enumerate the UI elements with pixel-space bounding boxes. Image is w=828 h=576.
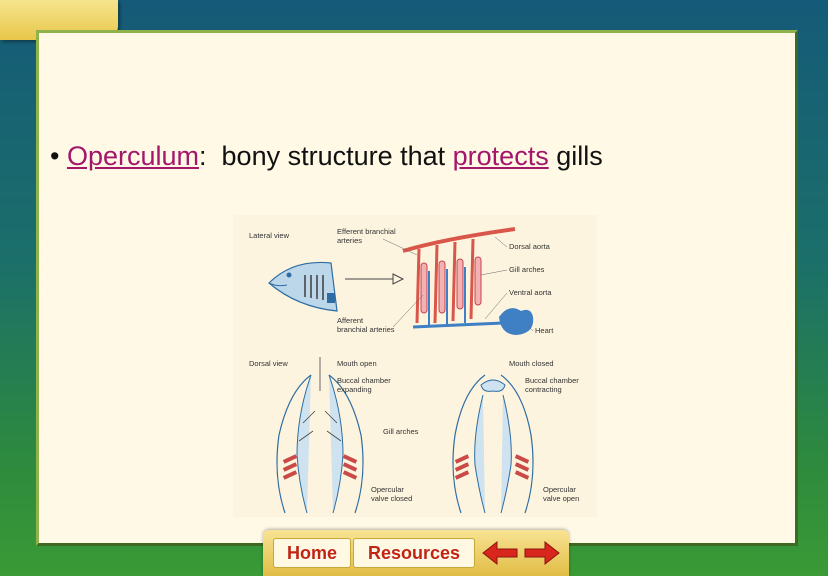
label-afferent-1: Afferent (337, 316, 364, 325)
right-gill-arches (454, 454, 530, 480)
gill-diagram: Lateral view Efferent branchial arteries (233, 215, 597, 517)
label-op-open-2: valve open (543, 494, 579, 503)
afferent-arteries (428, 267, 466, 325)
fish-eye (286, 272, 292, 278)
view-arrowhead (392, 273, 405, 285)
label-buccal-con-2: contracting (525, 385, 562, 394)
resources-button[interactable]: Resources (353, 538, 475, 568)
heart-shape (499, 308, 534, 335)
label-mouth-closed: Mouth closed (509, 359, 554, 368)
efferent-arteries (415, 238, 475, 324)
label-heart: Heart (535, 326, 554, 335)
fish-gill-slits (304, 275, 324, 300)
definition-text-1: bony structure that (206, 141, 453, 171)
left-gill-arches (282, 454, 358, 480)
label-dorsal-view: Dorsal view (249, 359, 288, 368)
term-operculum[interactable]: Operculum (66, 141, 200, 171)
leader-lines-top (382, 236, 534, 332)
label-op-closed-2: valve closed (371, 494, 412, 503)
next-arrow-icon[interactable] (523, 540, 561, 566)
label-efferent-2: arteries (337, 236, 362, 245)
home-button[interactable]: Home (273, 538, 351, 568)
label-buccal-exp-1: Buccal chamber (337, 376, 391, 385)
label-mouth-open: Mouth open (337, 359, 377, 368)
right-head-outline (452, 374, 534, 514)
label-ventral-aorta: Ventral aorta (509, 288, 552, 297)
fish-heart-marker (327, 293, 335, 303)
fish-mouth (268, 282, 288, 287)
label-lateral-view: Lateral view (249, 231, 290, 240)
label-buccal-con-1: Buccal chamber (525, 376, 579, 385)
label-op-open-1: Opercular (543, 485, 576, 494)
gill-diagram-svg: Lateral view Efferent branchial arteries (249, 227, 579, 514)
fish-head-shape (268, 261, 338, 312)
label-dorsal-aorta: Dorsal aorta (509, 242, 551, 251)
dorsal-aorta-vessel (402, 227, 516, 253)
label-gill-arches-mid: Gill arches (383, 427, 419, 436)
navigation-bar: Home Resources (263, 530, 569, 576)
previous-arrow-icon[interactable] (481, 540, 519, 566)
bullet-glyph: • (50, 141, 60, 171)
left-water-flow-arrows (298, 357, 342, 442)
label-op-closed-1: Opercular (371, 485, 404, 494)
ventral-aorta-vessel (412, 321, 504, 329)
bullet-point: • Operculum: bony structure that protect… (50, 141, 603, 172)
left-head-outline (276, 374, 364, 514)
term-colon: : (199, 141, 207, 171)
label-efferent-1: Efferent branchial (337, 227, 396, 236)
label-afferent-2: branchial arteries (337, 325, 395, 334)
term-protects[interactable]: protects (452, 141, 549, 171)
gill-arches-top (420, 256, 482, 314)
label-buccal-exp-2: expanding (337, 385, 372, 394)
label-gill-arches-top: Gill arches (509, 265, 545, 274)
definition-text-2: gills (548, 141, 603, 171)
